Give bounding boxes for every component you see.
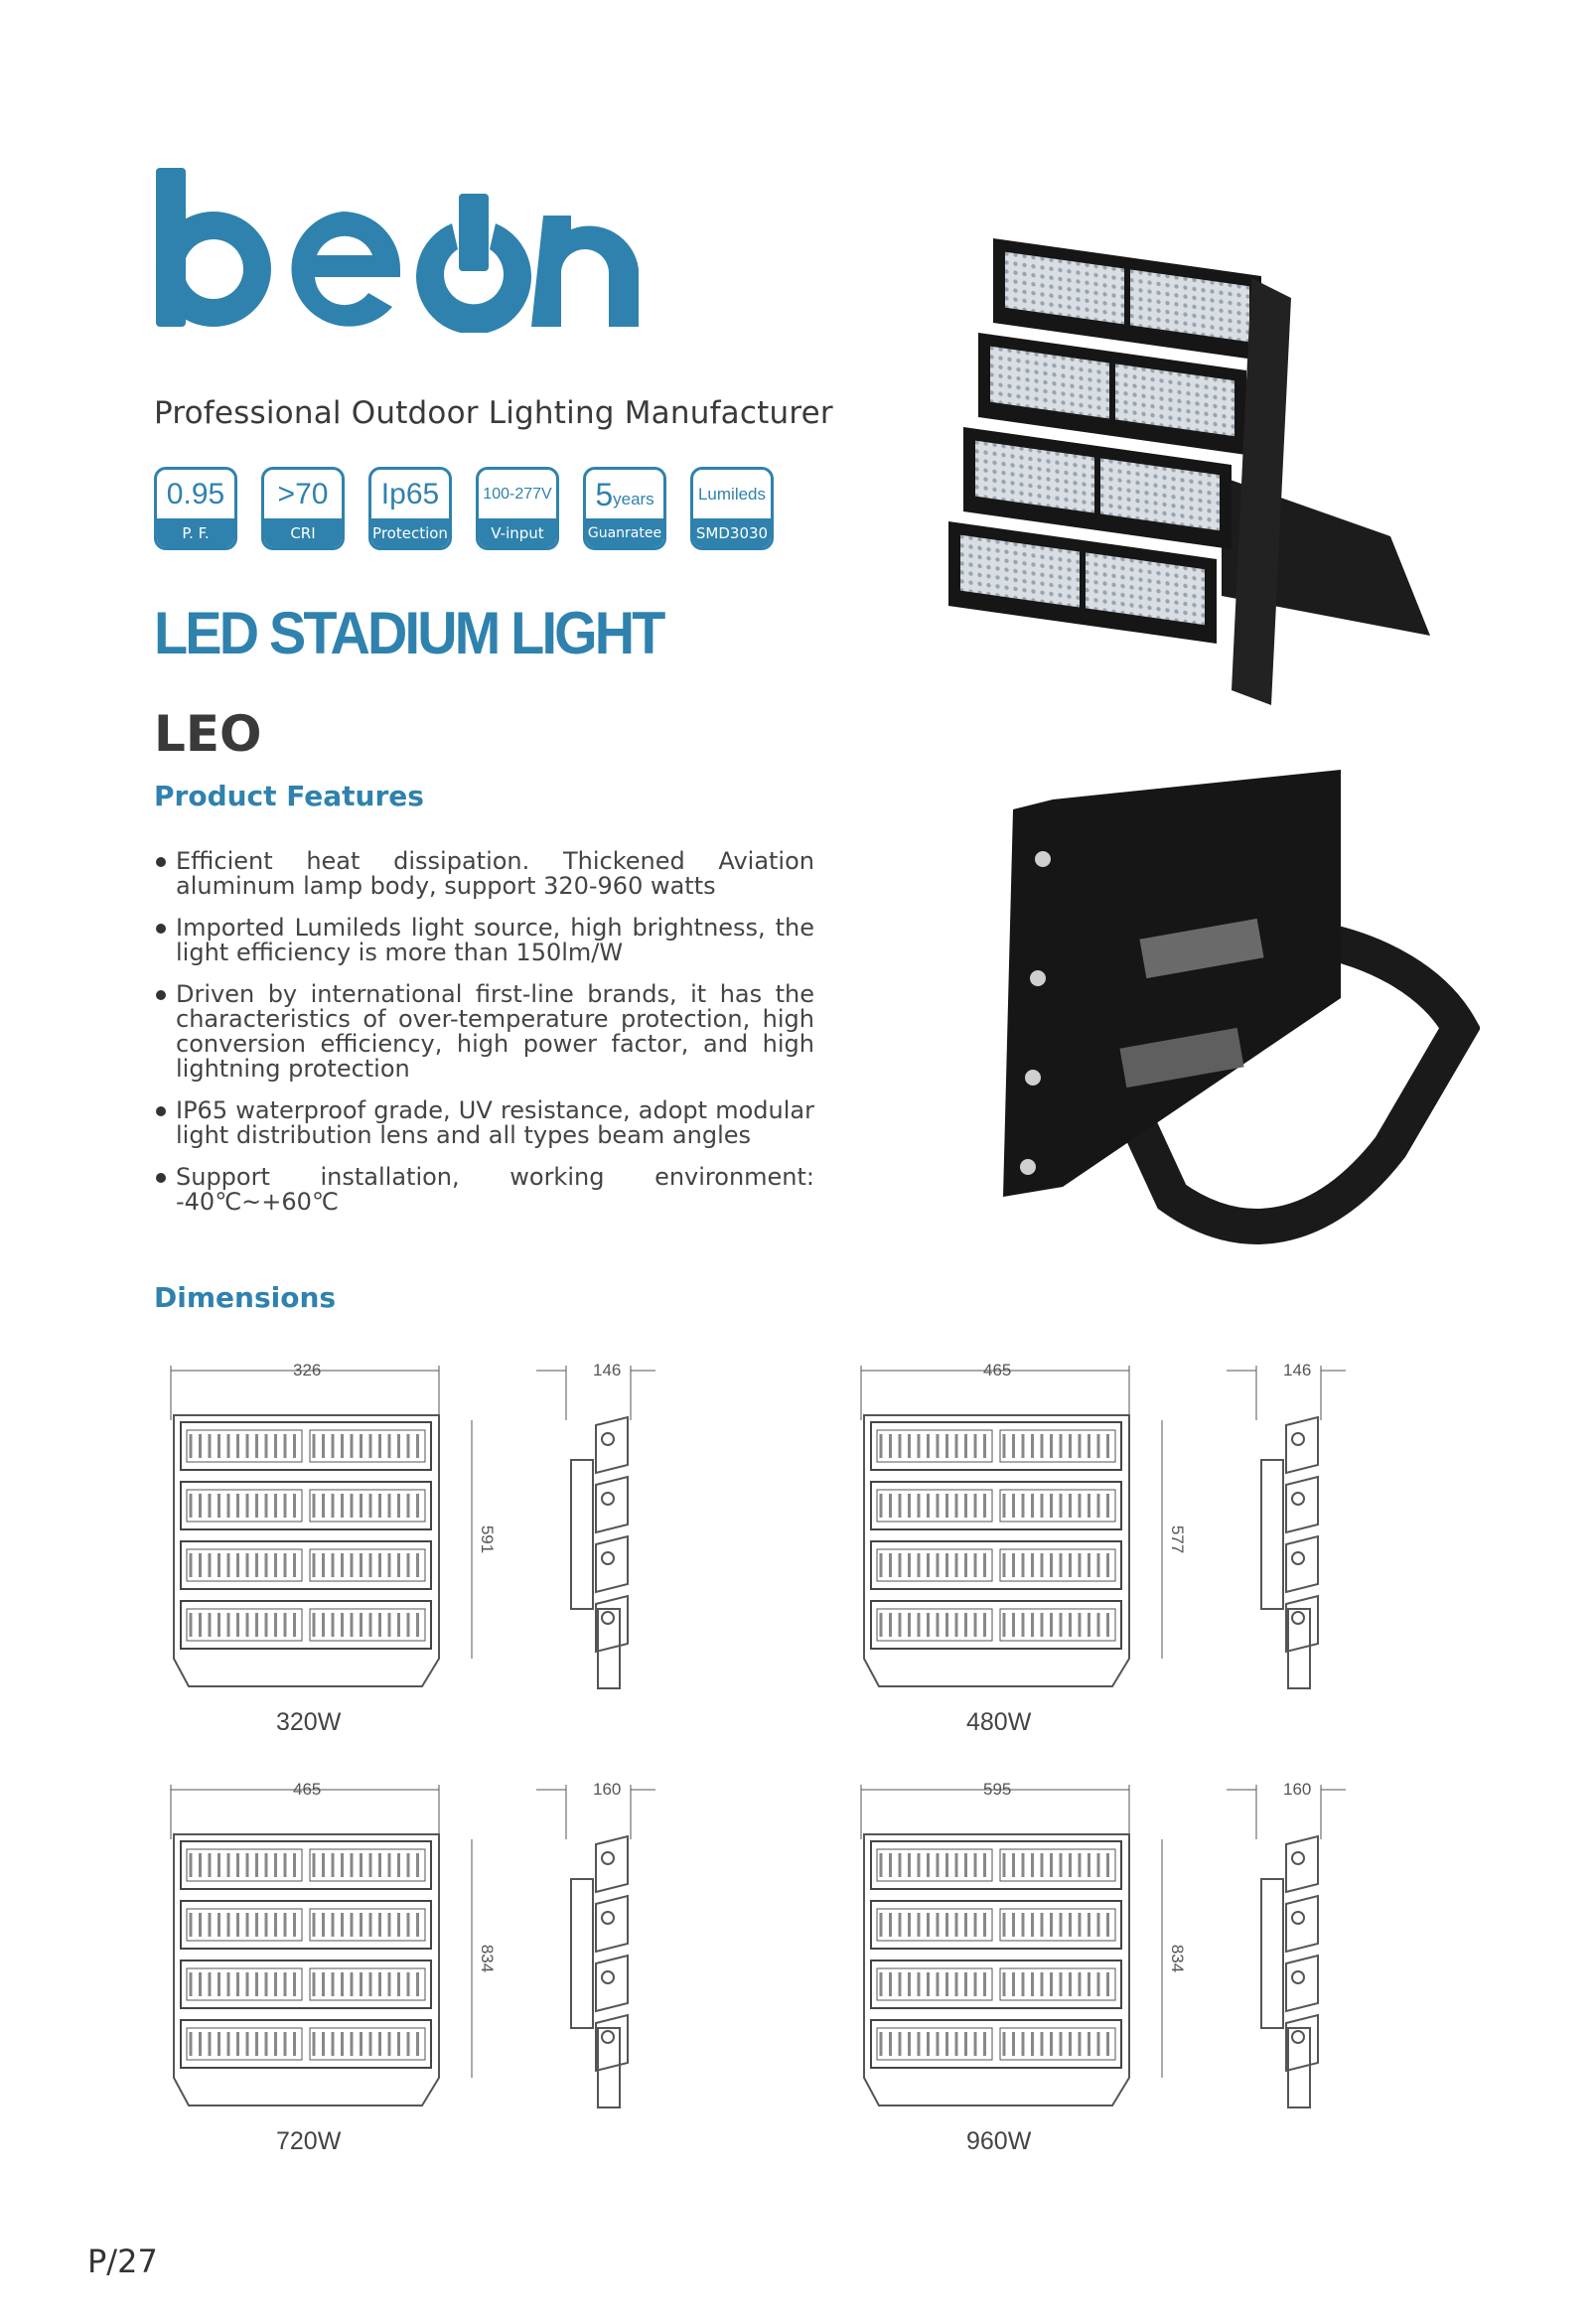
bullet-icon xyxy=(156,990,166,1000)
badge-guarantee-unit: years xyxy=(613,490,654,508)
badge-pf-label: P. F. xyxy=(157,518,234,547)
badge-lumileds-value: Lumileds xyxy=(697,485,767,504)
depth-dimension-label: 146 xyxy=(1283,1361,1312,1379)
product-photo-front xyxy=(948,238,1430,705)
depth-dimension-label: 146 xyxy=(593,1361,622,1379)
feature-text: Driven by international first-line brand… xyxy=(176,980,814,1083)
bullet-icon xyxy=(156,1106,166,1116)
feature-text: Efficient heat dissipation. Thickened Av… xyxy=(176,847,814,900)
feature-text: Imported Lumileds light source, high bri… xyxy=(176,914,814,966)
badge-lumileds-label: SMD3030 xyxy=(693,518,771,547)
badge-pf: 0.95 P. F. xyxy=(154,467,237,550)
drawing-svg xyxy=(170,1366,655,1689)
product-title: LED STADIUM LIGHT xyxy=(154,600,665,666)
badge-lumileds: Lumileds SMD3030 xyxy=(690,467,774,550)
badge-guarantee-number: 5 xyxy=(595,476,614,512)
features-list: Efficient heat dissipation. Thickened Av… xyxy=(154,849,814,1232)
height-dimension-label: 577 xyxy=(1168,1524,1188,1554)
feature-item: Support installation, working environmen… xyxy=(154,1165,814,1215)
bullet-icon xyxy=(156,924,166,934)
badge-voltage: 100-277V V-input xyxy=(476,467,559,550)
width-dimension-label: 326 xyxy=(293,1361,322,1379)
bullet-icon xyxy=(156,857,166,867)
wattage-label: 720W xyxy=(276,2127,342,2155)
drawing-320w: 326 146 591 320W xyxy=(169,1361,685,1778)
width-dimension-label: 595 xyxy=(983,1780,1012,1799)
feature-item: Efficient heat dissipation. Thickened Av… xyxy=(154,849,814,899)
depth-dimension-label: 160 xyxy=(593,1780,622,1799)
badge-cri-label: CRI xyxy=(264,518,342,547)
badge-protection: Ip65 Protection xyxy=(368,467,452,550)
dimensions-heading: Dimensions xyxy=(154,1281,337,1314)
badge-voltage-value: 100-277V xyxy=(483,486,552,503)
width-dimension-label: 465 xyxy=(983,1361,1012,1379)
width-dimension-label: 465 xyxy=(293,1780,322,1799)
model-name: LEO xyxy=(154,705,262,763)
badge-voltage-label: V-input xyxy=(479,518,556,547)
beon-logo xyxy=(156,168,639,333)
wattage-label: 960W xyxy=(966,2127,1032,2155)
drawing-960w: 595 160 834 960W xyxy=(859,1780,1376,2197)
wattage-label: 480W xyxy=(966,1708,1032,1736)
badge-guarantee-label: Guanratee xyxy=(586,518,663,547)
bullet-icon xyxy=(156,1173,166,1183)
badge-pf-value: 0.95 xyxy=(166,478,225,510)
features-heading: Product Features xyxy=(154,780,424,812)
height-dimension-label: 834 xyxy=(1168,1944,1188,1973)
product-photo-back xyxy=(1003,770,1480,1244)
drawing-480w: 465 146 577 480W xyxy=(859,1361,1376,1778)
badge-cri-value: >70 xyxy=(277,478,329,510)
depth-dimension-label: 160 xyxy=(1283,1780,1312,1799)
page-number: P/27 xyxy=(87,2243,158,2280)
badge-protection-value: Ip65 xyxy=(380,478,440,510)
badge-cri: >70 CRI xyxy=(261,467,345,550)
drawing-svg xyxy=(170,1785,655,2108)
feature-item: IP65 waterproof grade, UV resistance, ad… xyxy=(154,1098,814,1148)
feature-text: Support installation, working environmen… xyxy=(176,1163,814,1216)
wattage-label: 320W xyxy=(276,1708,342,1736)
drawing-svg xyxy=(860,1366,1346,1689)
feature-text: IP65 waterproof grade, UV resistance, ad… xyxy=(176,1096,814,1149)
height-dimension-label: 834 xyxy=(478,1944,498,1973)
badge-protection-label: Protection xyxy=(371,518,449,547)
drawing-svg xyxy=(860,1785,1346,2108)
feature-item: Imported Lumileds light source, high bri… xyxy=(154,916,814,965)
drawing-720w: 465 160 834 720W xyxy=(169,1780,685,2197)
tagline: Professional Outdoor Lighting Manufactur… xyxy=(154,395,833,431)
height-dimension-label: 591 xyxy=(478,1524,498,1554)
feature-item: Driven by international first-line brand… xyxy=(154,982,814,1082)
